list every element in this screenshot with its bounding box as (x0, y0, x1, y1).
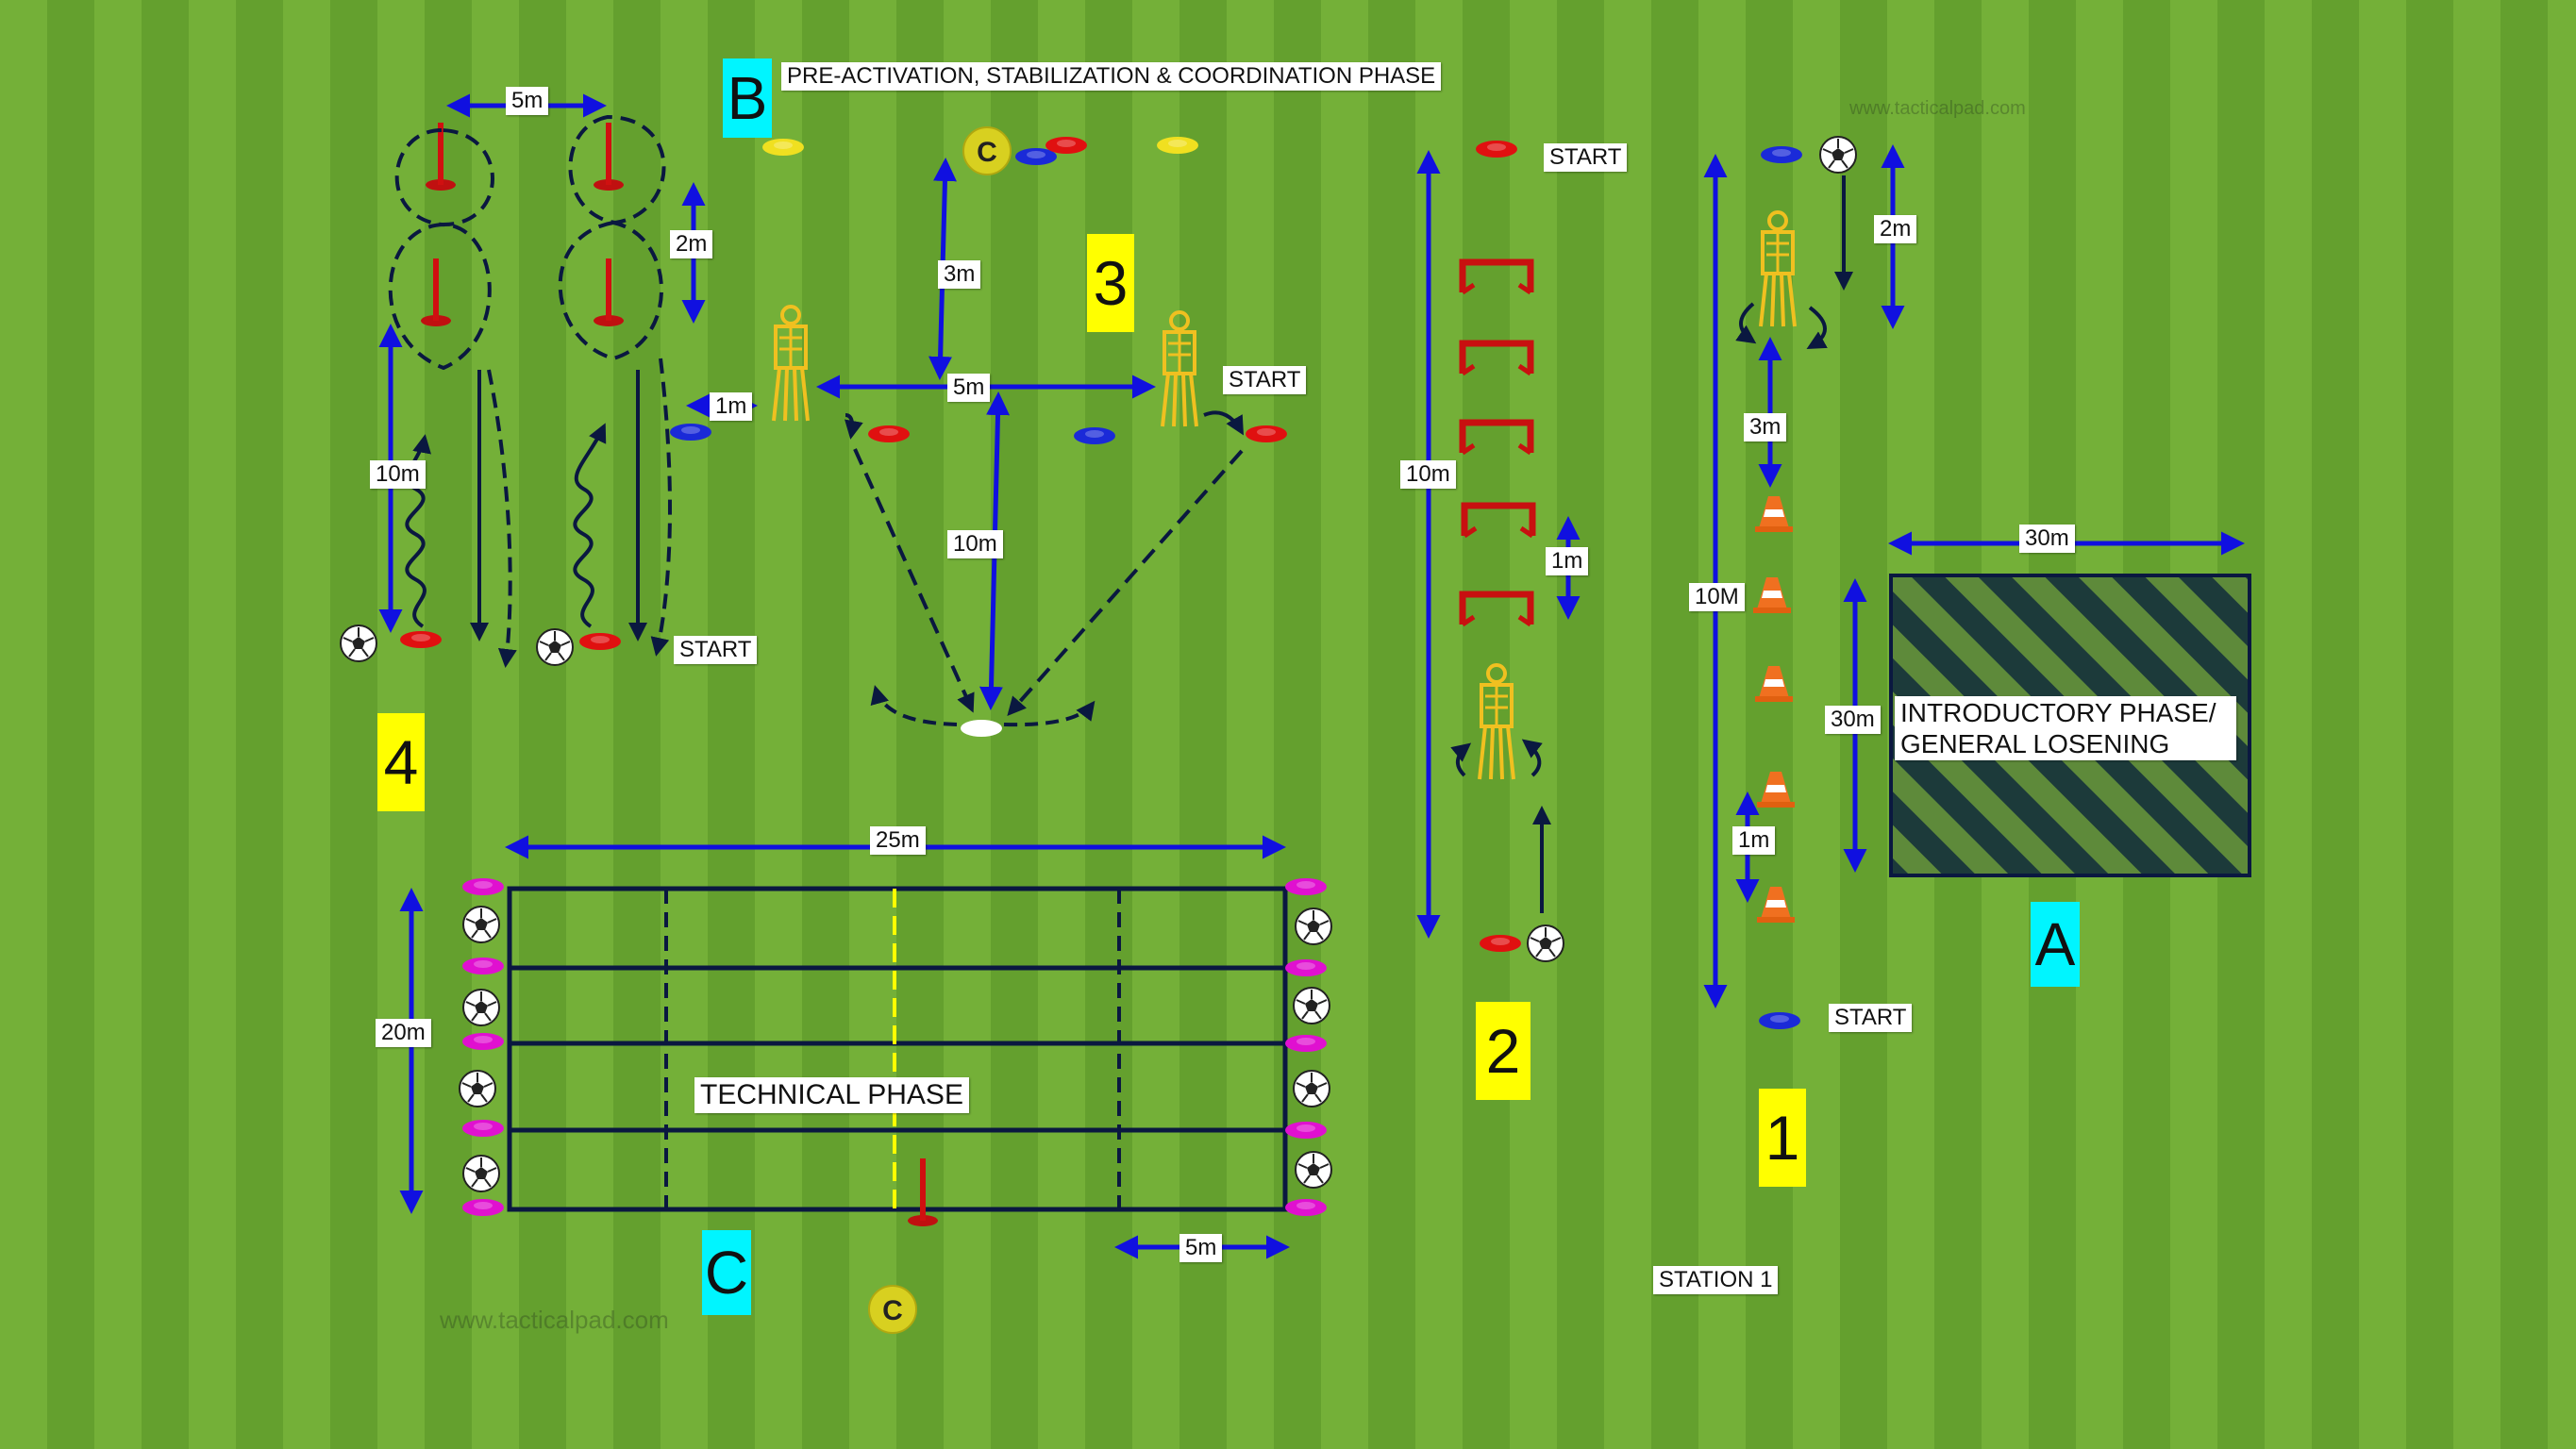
magenta-disc-cone (1285, 1199, 1327, 1216)
soccer-ball-icon (340, 625, 377, 662)
run-dashed (487, 369, 517, 668)
red-disc-cone (868, 425, 910, 442)
watermark: www.tacticalpad.com (440, 1306, 669, 1334)
measure-label: 10m (947, 530, 1003, 558)
red-disc-cone (1246, 425, 1287, 442)
blue-disc-cone (1761, 146, 1802, 163)
measure-label: 1m (710, 392, 753, 421)
soccer-ball-icon (1295, 908, 1332, 945)
start-label: START (674, 636, 758, 664)
measure-label: 10m (1400, 460, 1456, 489)
station-number-2: 2 (1476, 1002, 1531, 1100)
measure-label: 3m (938, 260, 981, 289)
red-disc-cone (1045, 137, 1087, 154)
coach-letter: C (977, 137, 997, 168)
station-number-1: 1 (1759, 1089, 1806, 1187)
section-letter-c: C (702, 1230, 751, 1315)
measure-label: 10m (370, 460, 426, 489)
turn-arrow (1806, 306, 1828, 349)
section-letter-a: A (2031, 902, 2080, 987)
measure-label: 1m (1732, 826, 1776, 855)
magenta-disc-cone (1285, 959, 1327, 976)
soccer-ball-icon (1293, 1070, 1330, 1108)
measure-label: 20m (376, 1019, 431, 1047)
measure-label: 30m (1825, 706, 1881, 734)
pitch-outline (507, 886, 1288, 1212)
measure-label: 2m (1874, 215, 1917, 243)
turn-arrow (1735, 302, 1757, 344)
soccer-ball-icon (459, 1070, 496, 1108)
soccer-ball-icon (1819, 136, 1857, 174)
measure-label: 25m (870, 826, 926, 855)
measure-label: 3m (1744, 413, 1787, 441)
magenta-disc-cone (462, 878, 504, 895)
measure-label: 1m (1546, 547, 1589, 575)
station-number-3: 3 (1087, 234, 1134, 332)
soccer-ball-icon (462, 989, 500, 1026)
run-loop (558, 220, 663, 361)
measure-label: 10M (1689, 583, 1745, 611)
watermark: www.tacticalpad.com (1849, 98, 2026, 119)
measure-label: 5m (1179, 1234, 1223, 1262)
magenta-disc-cone (1285, 1035, 1327, 1052)
coach-markers: C C (868, 126, 1012, 1334)
soccer-ball-icon (462, 906, 500, 943)
soccer-ball-icon (1527, 924, 1564, 962)
phase-a-title: INTRODUCTORY PHASE/ GENERAL LOSENING (1895, 696, 2236, 760)
red-disc-cone (400, 631, 442, 648)
start-label: START (1223, 366, 1307, 394)
coach-marker-icon (868, 1285, 917, 1334)
run-loop (388, 222, 492, 371)
return-arrow (870, 685, 958, 726)
run-dashed (1007, 449, 1244, 716)
white-disc-cone (961, 720, 1002, 737)
yellow-disc-cone (1157, 137, 1198, 154)
blue-disc-cone (1759, 1012, 1800, 1029)
measure-label: 5m (506, 87, 549, 115)
magenta-disc-cone (462, 1199, 504, 1216)
turn-arrow (1203, 410, 1244, 436)
magenta-disc-cone (462, 1120, 504, 1137)
station-number-4: 4 (377, 713, 425, 811)
soccer-ball-icon (1295, 1151, 1332, 1189)
run-dashed (853, 448, 975, 713)
phase-b-title: PRE-ACTIVATION, STABILIZATION & COORDINA… (781, 62, 1442, 91)
soccer-ball-icon (536, 628, 574, 666)
soccer-ball-icon (1293, 987, 1330, 1024)
soccer-ball-icon (462, 1155, 500, 1192)
measure-label: 30m (2019, 525, 2075, 553)
run-dashed (650, 358, 672, 657)
start-label: START (1544, 143, 1628, 172)
turn-arrow (845, 413, 863, 440)
measure-label: 2m (670, 230, 713, 258)
magenta-disc-cone (462, 958, 504, 974)
magenta-disc-cone (462, 1033, 504, 1050)
red-disc-cone (1480, 935, 1521, 952)
red-disc-cone (579, 633, 621, 650)
section-letter-b: B (723, 58, 772, 138)
turn-arrow (1521, 739, 1543, 777)
start-label: START (1829, 1004, 1913, 1032)
red-disc-cone (1476, 141, 1517, 158)
measure-label: 5m (947, 374, 991, 402)
turn-arrow (1450, 742, 1472, 777)
blue-disc-cone (670, 424, 711, 441)
return-arrow (1003, 700, 1096, 727)
zigzag-run (573, 423, 607, 628)
blue-disc-cone (1074, 427, 1115, 444)
phase-c-title: TECHNICAL PHASE (694, 1077, 969, 1113)
magenta-disc-cone (1285, 1122, 1327, 1139)
station-label: STATION 1 (1653, 1266, 1779, 1294)
coach-letter: C (882, 1295, 903, 1326)
coach-marker-icon (962, 126, 1012, 175)
yellow-disc-cone (762, 139, 804, 156)
magenta-disc-cone (1285, 878, 1327, 895)
